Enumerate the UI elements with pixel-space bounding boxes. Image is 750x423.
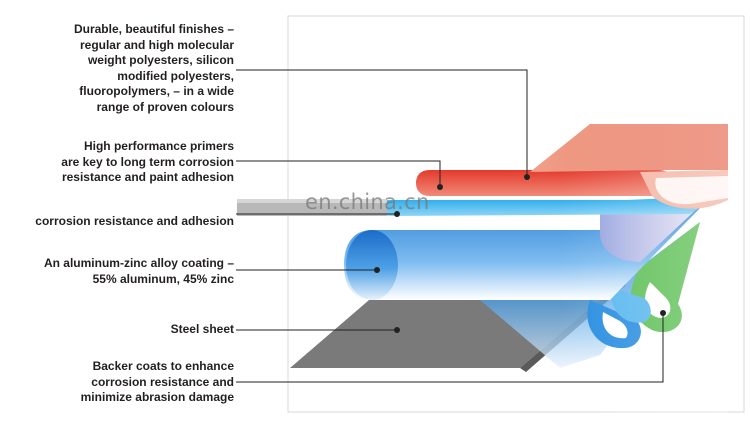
label-backer-coat: Backer coats to enhance corrosion resist… bbox=[80, 359, 234, 404]
leader-lines bbox=[236, 69, 664, 383]
leader-backer bbox=[236, 313, 664, 383]
pretreatment-strip-highlight bbox=[237, 199, 387, 203]
leader-dots bbox=[374, 174, 666, 333]
label-steel-sheet: Steel sheet bbox=[170, 322, 234, 336]
right-fade bbox=[560, 124, 728, 414]
label-finish-coat: Durable, beautiful finishes – regular an… bbox=[73, 22, 234, 114]
watermark: en.china.cn bbox=[305, 190, 430, 214]
dot-pretreatment bbox=[394, 211, 400, 217]
label-alloy-coating: An aluminum-zinc alloy coating – 55% alu… bbox=[43, 256, 234, 286]
alloy-roll-end bbox=[346, 230, 398, 300]
label-primer: High performance primers are key to long… bbox=[61, 139, 234, 184]
label-pretreatment: corrosion resistance and adhesion bbox=[35, 214, 234, 228]
dot-alloy bbox=[374, 267, 380, 273]
leader-primer bbox=[236, 160, 441, 187]
dot-backer bbox=[660, 310, 666, 316]
pretreatment-strip bbox=[237, 199, 387, 216]
leader-finish bbox=[236, 69, 528, 177]
dot-steel bbox=[394, 327, 400, 333]
dot-primer bbox=[437, 184, 443, 190]
dot-finish bbox=[524, 174, 530, 180]
